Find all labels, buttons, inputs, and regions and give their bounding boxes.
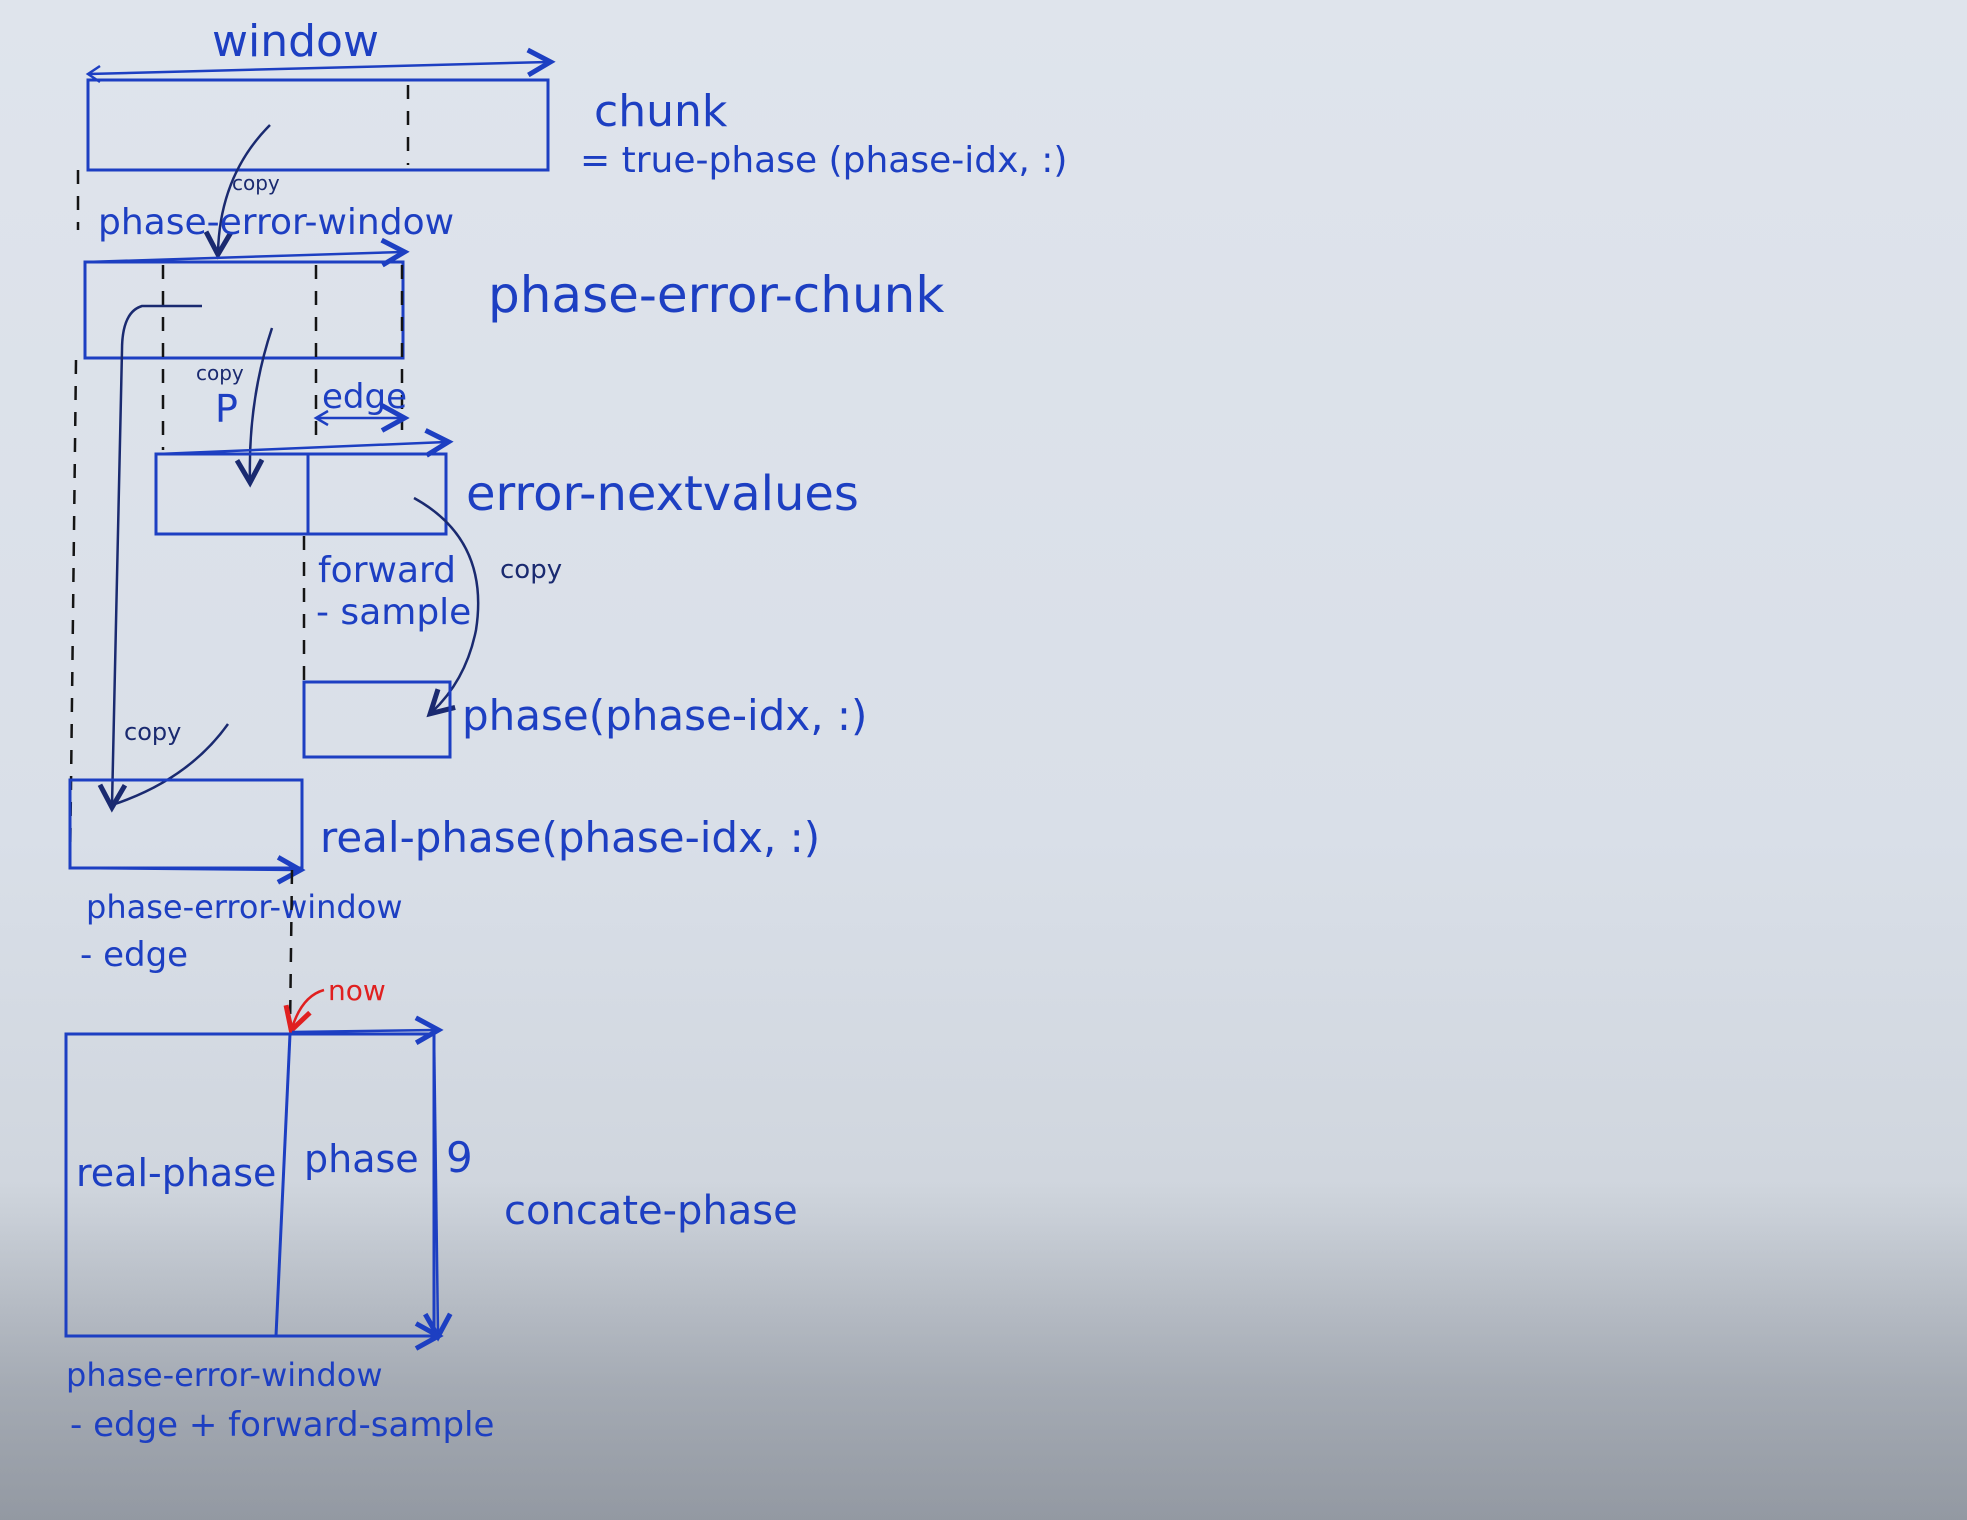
phase-error-chunk-label: phase-error-chunk bbox=[488, 266, 944, 324]
phase-idx-label: phase(phase-idx, :) bbox=[462, 691, 867, 740]
copy-label-2: copy bbox=[196, 361, 244, 385]
bottom-label-line2: - edge + forward-sample bbox=[70, 1405, 494, 1445]
chunk-box bbox=[86, 78, 550, 172]
now-arrow bbox=[292, 988, 325, 1028]
paper-shadow bbox=[0, 1180, 1967, 1520]
real-phase-box bbox=[68, 778, 304, 870]
phase-cell-label: phase bbox=[304, 1137, 419, 1181]
pew-minus-edge-line2: - edge bbox=[80, 935, 188, 975]
p-label: P bbox=[215, 387, 238, 431]
error-nextvalues-box bbox=[154, 452, 448, 536]
phase-box bbox=[302, 680, 452, 759]
pew-minus-edge-line1: phase-error-window bbox=[86, 888, 402, 926]
forward-label-line2: - sample bbox=[316, 592, 471, 633]
copy-label-4: copy bbox=[124, 718, 181, 746]
copy-arrow-3 bbox=[413, 496, 480, 712]
now-label: now bbox=[328, 974, 386, 1007]
forward-label-line1: forward bbox=[318, 550, 456, 591]
chunk-label: chunk bbox=[594, 86, 728, 137]
chunk-definition: = true-phase (phase-idx, :) bbox=[580, 140, 1067, 181]
bottom-label-line1: phase-error-window bbox=[66, 1356, 382, 1394]
now-dash bbox=[288, 869, 294, 1031]
concate-phase-label: concate-phase bbox=[504, 1188, 798, 1234]
real-phase-idx-label: real-phase(phase-idx, :) bbox=[320, 813, 820, 862]
pew-minus-edge-span bbox=[69, 868, 298, 870]
copy-label-3: copy bbox=[500, 555, 562, 585]
copy-arrow-1 bbox=[218, 124, 271, 252]
edge-label: edge bbox=[322, 377, 407, 417]
phase-error-chunk-box bbox=[83, 260, 405, 360]
window-label: window bbox=[212, 16, 379, 67]
concate-divider bbox=[274, 1033, 292, 1337]
error-nextvalues-span bbox=[157, 442, 446, 454]
copy-arrow-2 bbox=[250, 327, 274, 480]
phase-error-window-span bbox=[85, 252, 402, 262]
concate-height-span bbox=[434, 1029, 438, 1334]
copy-curve-4 bbox=[111, 723, 230, 807]
concate-top-span bbox=[291, 1030, 436, 1032]
nine-label: 9 bbox=[446, 1133, 473, 1182]
phase-error-window-label: phase-error-window bbox=[98, 202, 454, 243]
error-nextvalues-label: error-nextvalues bbox=[466, 466, 859, 522]
copy-arrow-long bbox=[112, 304, 202, 805]
real-phase-cell-label: real-phase bbox=[76, 1151, 276, 1195]
copy-label-1: copy bbox=[232, 171, 280, 195]
